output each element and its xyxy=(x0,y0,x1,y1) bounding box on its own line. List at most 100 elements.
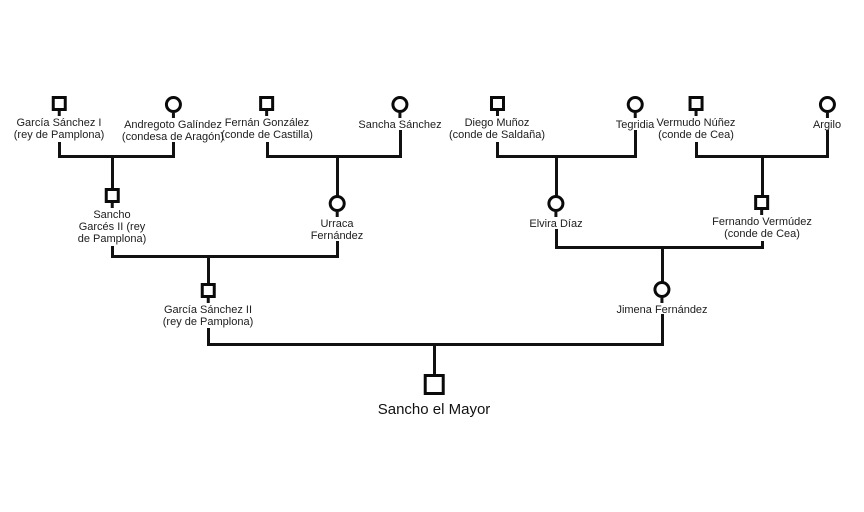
person-label: Fernando Vermúdez (conde de Cea) xyxy=(712,216,812,240)
connector-line xyxy=(825,130,829,155)
person-name: Jimena Fernández xyxy=(616,304,708,316)
symbol-stub xyxy=(495,111,499,116)
symbol-stub xyxy=(398,113,402,118)
person-title: (condesa de Aragón) xyxy=(121,131,225,143)
person-name: Garcés II (rey xyxy=(78,221,146,233)
connector-line xyxy=(660,314,664,344)
person-label: García Sánchez I (rey de Pamplona) xyxy=(14,117,105,141)
person-label: Vermudo Núñez (conde de Cea) xyxy=(657,117,736,141)
person-name: Diego Muñoz xyxy=(464,117,530,129)
female-symbol[interactable] xyxy=(391,96,409,113)
connector-line xyxy=(554,229,558,247)
person-tegridia: Tegridia xyxy=(616,96,655,131)
symbol-stub xyxy=(660,298,664,303)
descent-line xyxy=(335,155,339,196)
female-symbol[interactable] xyxy=(626,96,644,113)
connector-line xyxy=(171,142,175,155)
person-title: (conde de Saldaña) xyxy=(448,129,546,141)
couple-connector xyxy=(495,155,637,158)
person-name: Sancho el Mayor xyxy=(377,401,491,418)
symbol-stub xyxy=(760,210,764,215)
person-label: Sancho Garcés II (rey de Pamplona) xyxy=(78,209,147,245)
person-urraca-fernandez: Urraca Fernández xyxy=(311,195,364,242)
female-symbol[interactable] xyxy=(653,281,671,298)
descent-line xyxy=(432,343,436,375)
symbol-stub xyxy=(633,113,637,118)
person-sancho-el-mayor: Sancho el Mayor xyxy=(378,374,491,419)
person-garcia-sanchez-ii: García Sánchez II (rey de Pamplona) xyxy=(163,283,254,328)
male-symbol[interactable] xyxy=(754,195,770,210)
person-name: García Sánchez II xyxy=(163,304,253,316)
person-name: Fernández xyxy=(310,230,364,242)
female-symbol[interactable] xyxy=(328,195,346,212)
person-title: (conde de Cea) xyxy=(658,129,734,141)
connector-line xyxy=(694,142,698,155)
person-name: Tegridia xyxy=(615,119,655,131)
symbol-stub xyxy=(265,111,269,116)
male-symbol[interactable] xyxy=(200,283,216,298)
couple-connector xyxy=(57,155,175,158)
descent-line xyxy=(660,246,664,282)
person-diego-munoz: Diego Muñoz (conde de Saldaña) xyxy=(449,96,545,141)
person-garcia-sanchez-i: García Sánchez I (rey de Pamplona) xyxy=(14,96,105,141)
person-title: (conde de Cea) xyxy=(724,228,800,240)
person-title: de Pamplona) xyxy=(77,233,147,245)
person-label: Sancha Sánchez xyxy=(358,119,441,131)
descent-line xyxy=(554,155,558,196)
person-name: Vermudo Núñez xyxy=(656,117,736,129)
symbol-stub xyxy=(171,113,175,118)
couple-connector xyxy=(554,246,764,249)
person-name: Urraca xyxy=(320,218,354,230)
person-title: (rey de Pamplona) xyxy=(162,316,254,328)
person-label: Tegridia xyxy=(616,119,655,131)
person-name: Sancha Sánchez xyxy=(358,119,442,131)
person-label: García Sánchez II (rey de Pamplona) xyxy=(163,304,254,328)
person-label: Fernán González (conde de Castilla) xyxy=(221,117,313,141)
person-sancho-garces-ii: Sancho Garcés II (rey de Pamplona) xyxy=(78,188,147,245)
person-label: Argilo xyxy=(813,119,841,131)
symbol-stub xyxy=(110,203,114,208)
person-title: (rey de Pamplona) xyxy=(13,129,105,141)
person-fernan-gonzalez: Fernán González (conde de Castilla) xyxy=(221,96,313,141)
female-symbol[interactable] xyxy=(164,96,182,113)
person-sancha-sanchez: Sancha Sánchez xyxy=(358,96,442,131)
person-name: Andregoto Galíndez xyxy=(124,119,222,131)
connector-line xyxy=(495,142,499,155)
male-symbol[interactable] xyxy=(688,96,704,111)
person-label: Urraca Fernández xyxy=(311,218,364,242)
male-symbol[interactable] xyxy=(489,96,505,111)
person-vermudo-nunez: Vermudo Núñez (conde de Cea) xyxy=(657,96,736,141)
symbol-stub xyxy=(825,113,829,118)
symbol-stub xyxy=(694,111,698,116)
descent-line xyxy=(206,255,210,284)
male-symbol[interactable] xyxy=(259,96,275,111)
descent-line xyxy=(110,155,114,189)
person-label: Elvira Díaz xyxy=(529,218,582,230)
male-symbol[interactable] xyxy=(51,96,67,111)
person-label: Jimena Fernández xyxy=(616,304,707,316)
person-elvira-diaz: Elvira Díaz xyxy=(529,195,583,230)
person-argilo: Argilo xyxy=(813,96,841,131)
person-label: Sancho el Mayor xyxy=(378,401,491,419)
symbol-stub xyxy=(57,111,61,116)
person-label: Diego Muñoz (conde de Saldaña) xyxy=(449,117,545,141)
person-name: García Sánchez I xyxy=(16,117,102,129)
connector-line xyxy=(110,246,114,256)
male-symbol[interactable] xyxy=(423,374,445,395)
person-jimena-fernandez: Jimena Fernández xyxy=(616,281,708,316)
person-title: (conde de Castilla) xyxy=(221,129,313,141)
connector-line xyxy=(206,328,210,344)
couple-connector xyxy=(110,255,339,258)
person-name: Elvira Díaz xyxy=(529,218,583,230)
female-symbol[interactable] xyxy=(818,96,836,113)
person-name: Fernando Vermúdez xyxy=(712,216,812,228)
couple-connector xyxy=(265,155,402,158)
symbol-stub xyxy=(335,212,339,217)
connector-line xyxy=(335,241,339,256)
person-fernando-vermudez: Fernando Vermúdez (conde de Cea) xyxy=(712,195,812,240)
female-symbol[interactable] xyxy=(547,195,565,212)
male-symbol[interactable] xyxy=(104,188,120,203)
person-name: Sancho xyxy=(93,209,131,221)
symbol-stub xyxy=(206,298,210,303)
